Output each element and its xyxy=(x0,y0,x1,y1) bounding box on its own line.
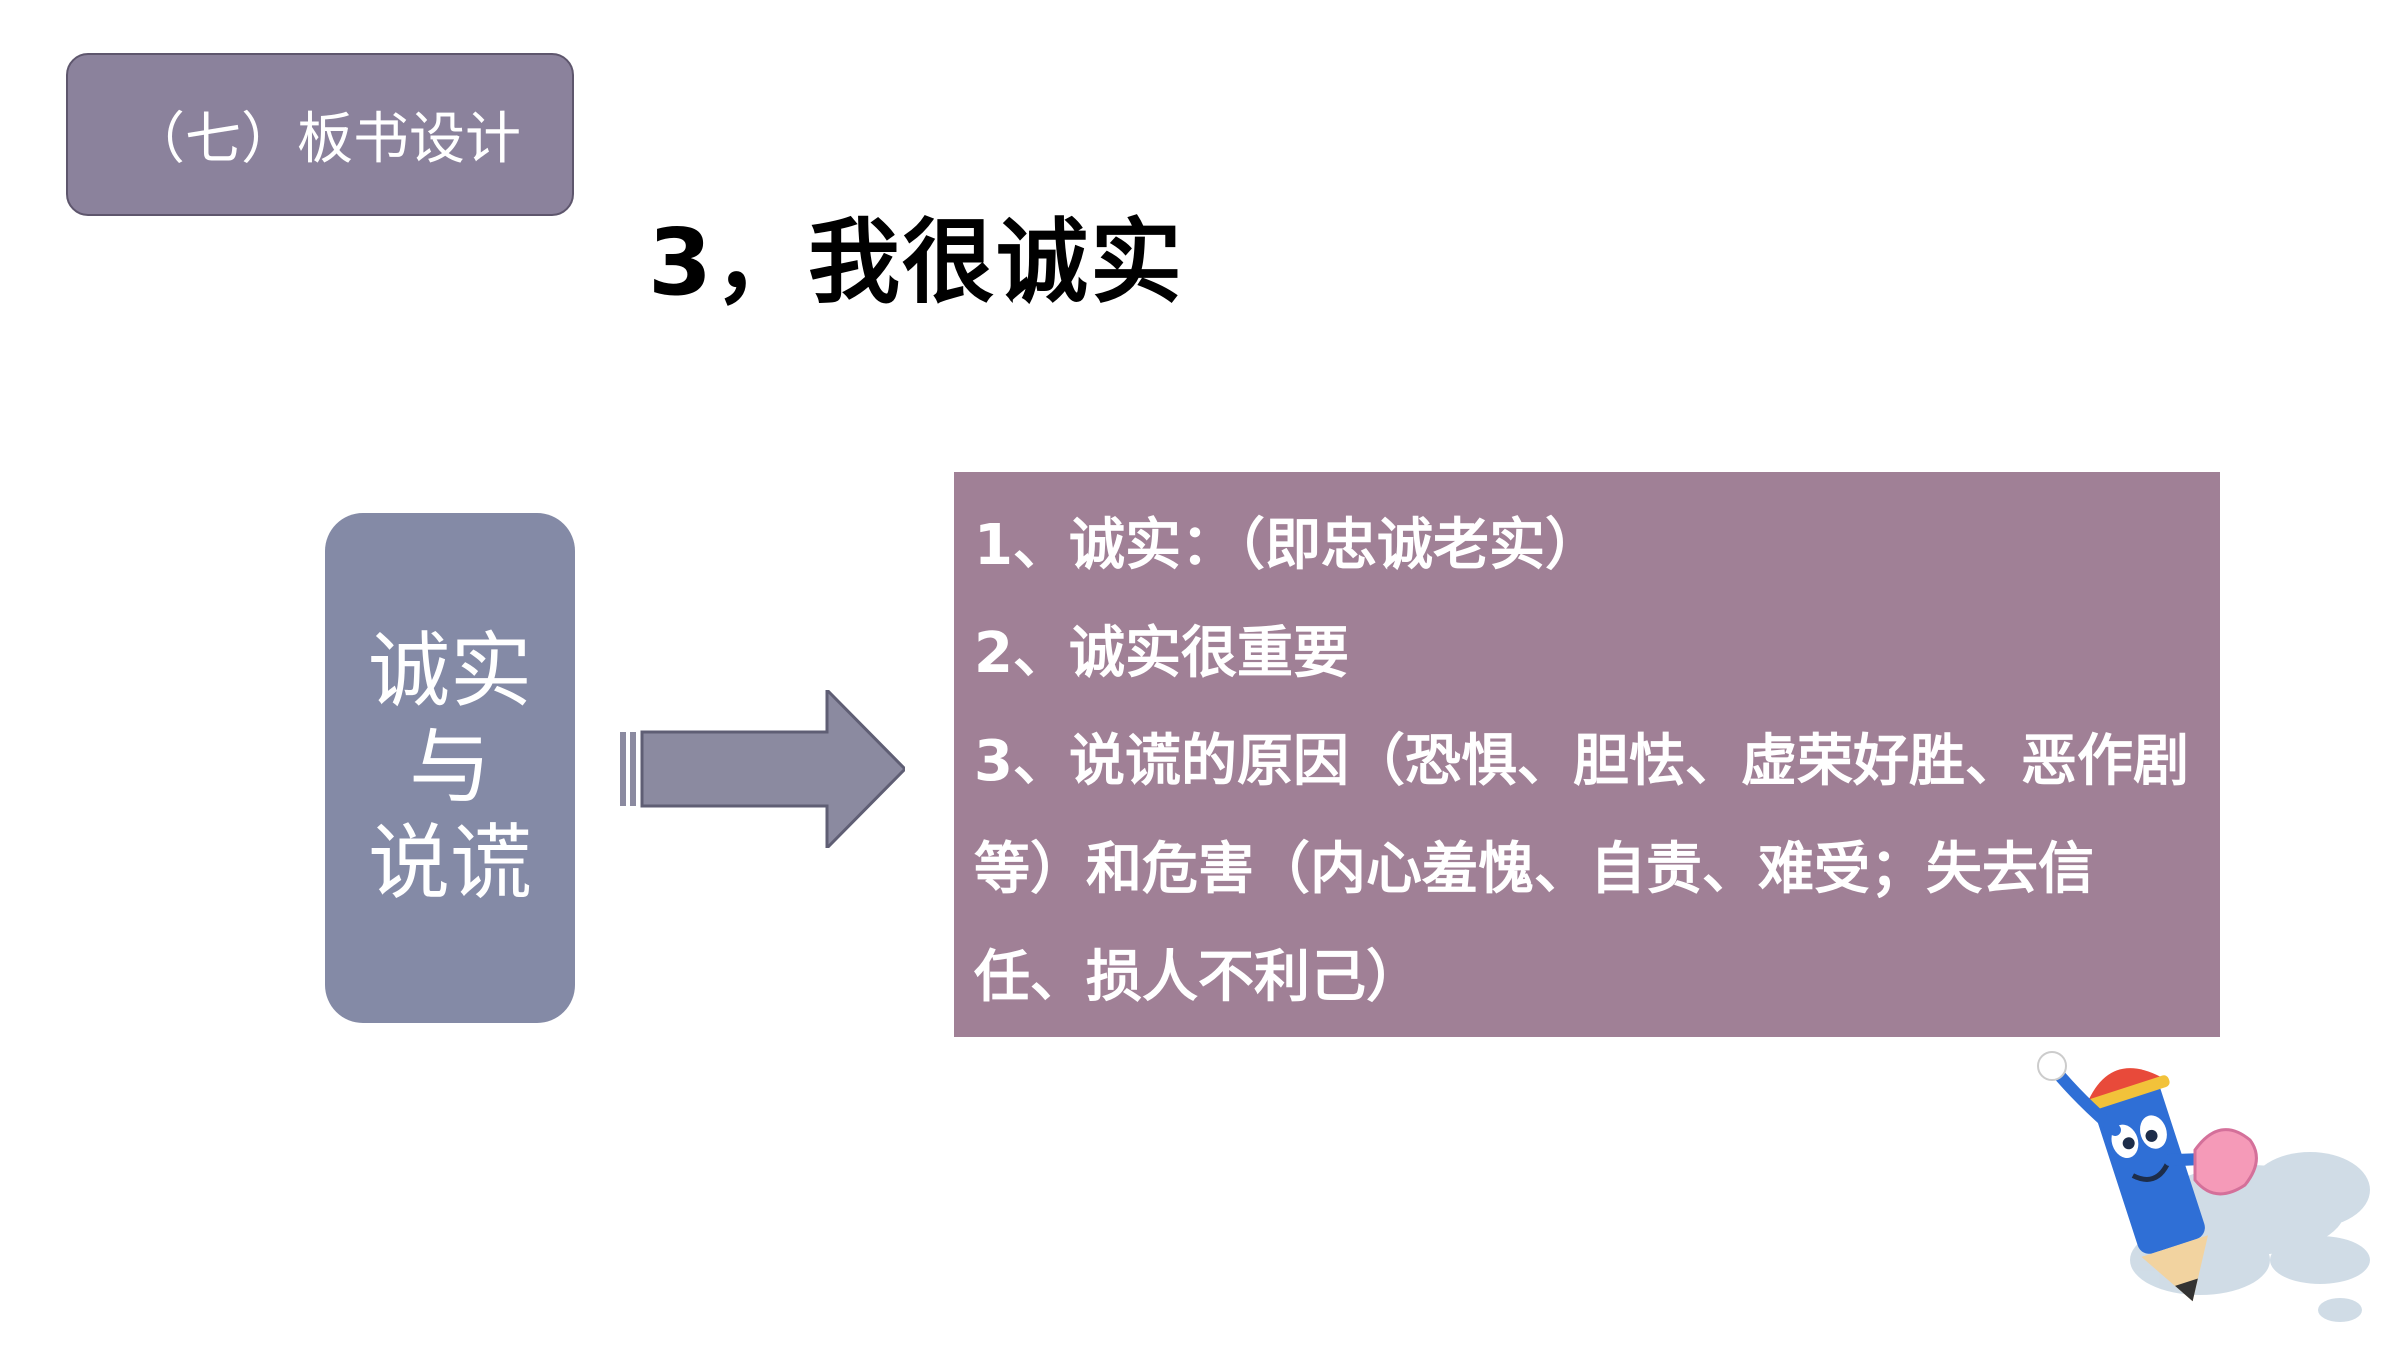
content-item-3: 3、说谎的原因（恐惧、胆怯、虚荣好胜、恶作剧等）和危害（内心羞愧、自责、难受；失… xyxy=(974,729,2189,1010)
right-arrow-icon xyxy=(620,690,905,848)
section-tag: （七）板书设计 xyxy=(66,53,574,216)
content-box: 1、诚实：（即忠诚老实） 2、诚实很重要 3、说谎的原因（恐惧、胆怯、虚荣好胜、… xyxy=(954,472,2220,1037)
topic-line-1: 诚实 xyxy=(367,624,532,719)
slide-title: 3，我很诚实 xyxy=(648,209,1185,316)
content-item-2: 2、诚实很重要 xyxy=(974,621,1349,686)
topic-line-2: 与 xyxy=(408,720,491,815)
section-tag-label: （七）板书设计 xyxy=(129,107,521,172)
content-item-1: 1、诚实：（即忠诚老实） xyxy=(974,513,1601,578)
pencil-mascot-icon xyxy=(2037,1051,2370,1322)
topic-line-3: 说谎 xyxy=(367,816,532,911)
topic-box: 诚实 与 说谎 xyxy=(325,513,575,1023)
